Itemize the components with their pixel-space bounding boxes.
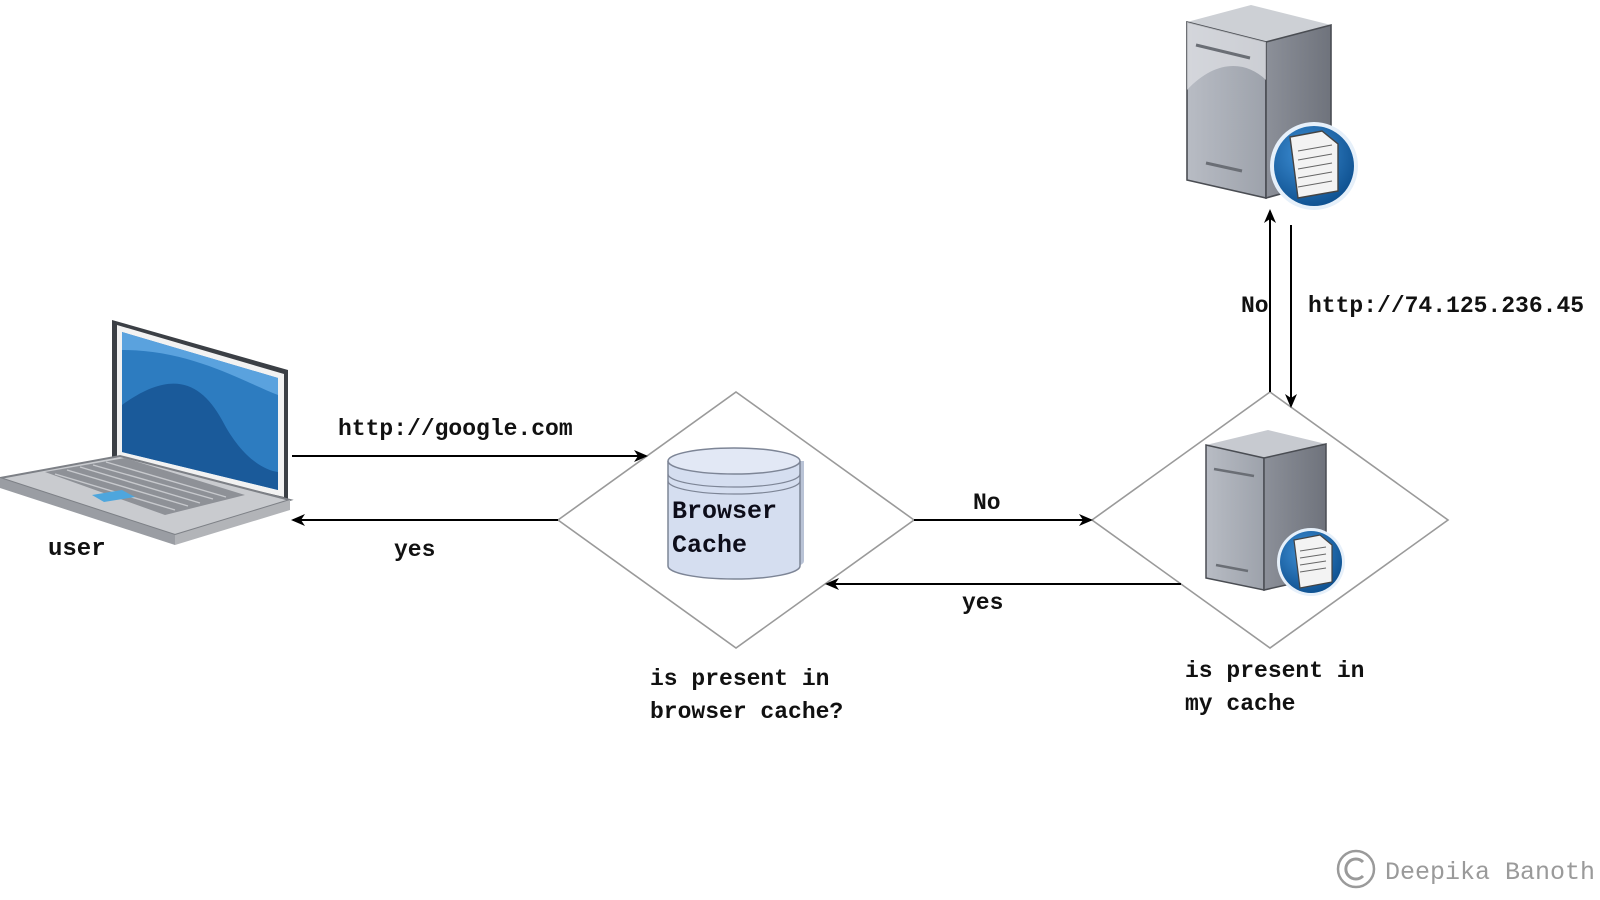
edge-label-proxy-no: No — [1241, 293, 1269, 319]
edge-label-browser-yes: yes — [394, 537, 436, 563]
browser-decision-label: is present in browser cache? — [650, 666, 844, 725]
laptop-icon — [0, 320, 294, 545]
edge-label-request-url: http://google.com — [338, 416, 573, 442]
edge-label-browser-no: No — [973, 490, 1001, 516]
user-label: user — [48, 536, 106, 563]
browser-cache-label: Browser Cache — [672, 495, 777, 563]
origin-server-icon — [1186, 5, 1358, 210]
edge-label-ip-url: http://74.125.236.45 — [1308, 293, 1585, 319]
database-cylinder-icon — [667, 447, 804, 580]
copyright-icon — [1336, 849, 1376, 889]
watermark-text: Deepika Banoth — [1385, 858, 1596, 887]
browser-cache-label-line-1: Browser — [672, 497, 778, 526]
proxy-cache-decision-diamond — [1090, 391, 1450, 649]
browser-cache-label-line-2: Cache — [672, 531, 748, 560]
proxy-decision-label: is present in my cache — [1185, 658, 1365, 717]
proxy-server-icon — [1205, 430, 1345, 596]
browser-cache-decision-diamond — [556, 391, 916, 649]
edge-label-proxy-yes: yes — [962, 590, 1004, 616]
